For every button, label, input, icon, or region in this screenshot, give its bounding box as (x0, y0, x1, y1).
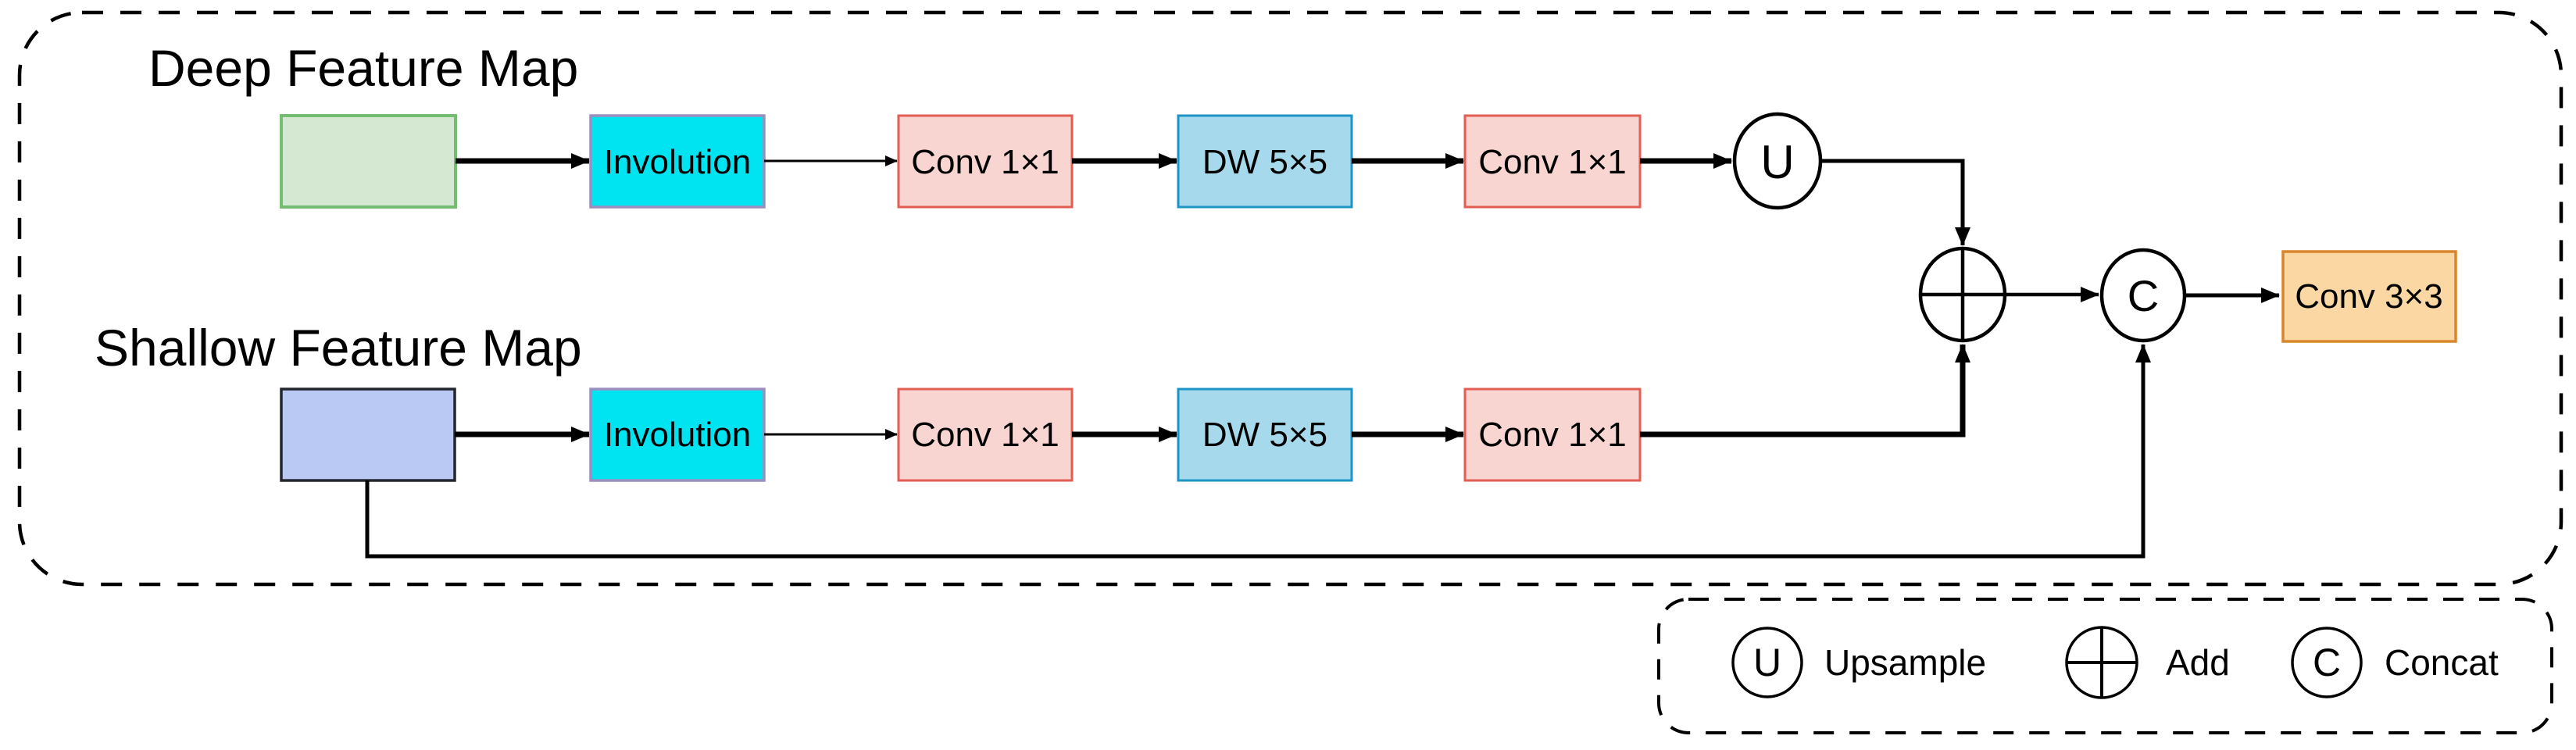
upsample-node-letter: U (1760, 136, 1794, 188)
shallow-conv1x1-label-1: Conv 1×1 (911, 416, 1059, 454)
legend-upsample-symbol: U (1753, 641, 1781, 684)
module-boundary-dashed-frame (17, 10, 2563, 587)
deep-conv1x1-label-2: Conv 1×1 (1478, 143, 1627, 181)
shallow-conv1x1-box-1 (897, 388, 1074, 482)
shallow-conv1x1-label-2: Conv 1×1 (1478, 416, 1627, 454)
deep-dw5x5-box (1177, 114, 1353, 209)
legend-upsample-label: Upsample (1824, 642, 1986, 683)
shallow-dw5x5-label: DW 5×5 (1202, 416, 1327, 454)
shallow-involution-box (589, 388, 766, 482)
arrow-upsample-to-add (1820, 159, 1970, 246)
deep-involution-label: Involution (604, 143, 751, 181)
legend-upsample-icon (1731, 627, 1803, 698)
arrow-shallow-conv2-to-add (1640, 344, 1970, 438)
legend-concat-symbol: C (2313, 641, 2341, 684)
deep-conv1x1-box-1 (897, 114, 1074, 209)
shallow-feature-map-box (280, 388, 456, 482)
legend-dashed-frame (1657, 598, 2553, 734)
legend-concat-label: Concat (2385, 642, 2499, 683)
shallow-dw5x5-box (1177, 388, 1353, 482)
concat-node-letter: C (2128, 271, 2159, 320)
skip-connection-shallow-to-concat (365, 344, 2151, 559)
output-conv3x3-box (2281, 250, 2457, 343)
output-conv3x3-label: Conv 3×3 (2295, 277, 2443, 316)
shallow-involution-label: Involution (604, 416, 751, 454)
legend-concat-icon (2291, 627, 2363, 698)
deep-feature-map-box (280, 114, 457, 209)
deep-conv1x1-label-1: Conv 1×1 (911, 143, 1059, 181)
shallow-feature-map-title: Shallow Feature Map (95, 319, 582, 377)
deep-dw5x5-label: DW 5×5 (1202, 143, 1327, 181)
legend-add-label: Add (2166, 642, 2230, 683)
deep-feature-map-title: Deep Feature Map (148, 39, 578, 97)
